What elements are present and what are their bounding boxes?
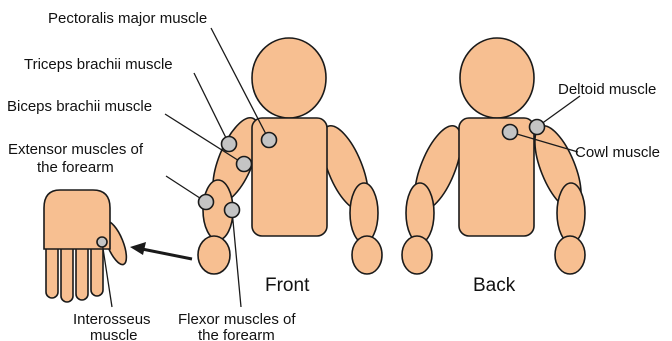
label-interosseus-line2: muscle bbox=[90, 327, 138, 341]
back-right-forearm bbox=[557, 183, 585, 243]
marker-flexor bbox=[225, 203, 240, 218]
label-cowl: Cowl muscle bbox=[575, 144, 660, 161]
front-head bbox=[252, 38, 326, 118]
back-right-hand bbox=[555, 236, 585, 274]
label-interosseus-line1: Interosseus bbox=[73, 311, 151, 328]
label-flexor-line2: the forearm bbox=[198, 327, 275, 341]
marker-biceps bbox=[237, 157, 252, 172]
arrow-to-hand bbox=[130, 242, 192, 259]
marker-interosseus bbox=[97, 237, 107, 247]
marker-extensor bbox=[199, 195, 214, 210]
back-figure bbox=[402, 38, 591, 274]
label-deltoid: Deltoid muscle bbox=[558, 81, 656, 98]
label-flexor-line1: Flexor muscles of bbox=[178, 311, 296, 328]
arrowhead-icon bbox=[130, 242, 146, 255]
back-left-hand bbox=[402, 236, 432, 274]
marker-cowl bbox=[503, 125, 518, 140]
leader-flexor bbox=[232, 210, 241, 307]
label-extensor-line1: Extensor muscles of bbox=[8, 141, 144, 158]
label-extensor-line2: the forearm bbox=[37, 159, 114, 176]
front-right-forearm bbox=[350, 183, 378, 243]
leader-triceps bbox=[194, 73, 229, 144]
front-left-hand bbox=[198, 236, 230, 274]
marker-triceps bbox=[222, 137, 237, 152]
label-front: Front bbox=[265, 275, 310, 296]
marker-deltoid bbox=[530, 120, 545, 135]
front-right-hand bbox=[352, 236, 382, 274]
label-pectoralis: Pectoralis major muscle bbox=[48, 10, 207, 27]
enlarged-hand bbox=[44, 190, 131, 302]
label-triceps: Triceps brachii muscle bbox=[24, 56, 173, 73]
label-back: Back bbox=[473, 275, 516, 296]
back-left-forearm bbox=[406, 183, 434, 243]
marker-pectoralis bbox=[262, 133, 277, 148]
label-biceps: Biceps brachii muscle bbox=[7, 98, 152, 115]
back-head bbox=[460, 38, 534, 118]
front-figure bbox=[198, 38, 382, 274]
